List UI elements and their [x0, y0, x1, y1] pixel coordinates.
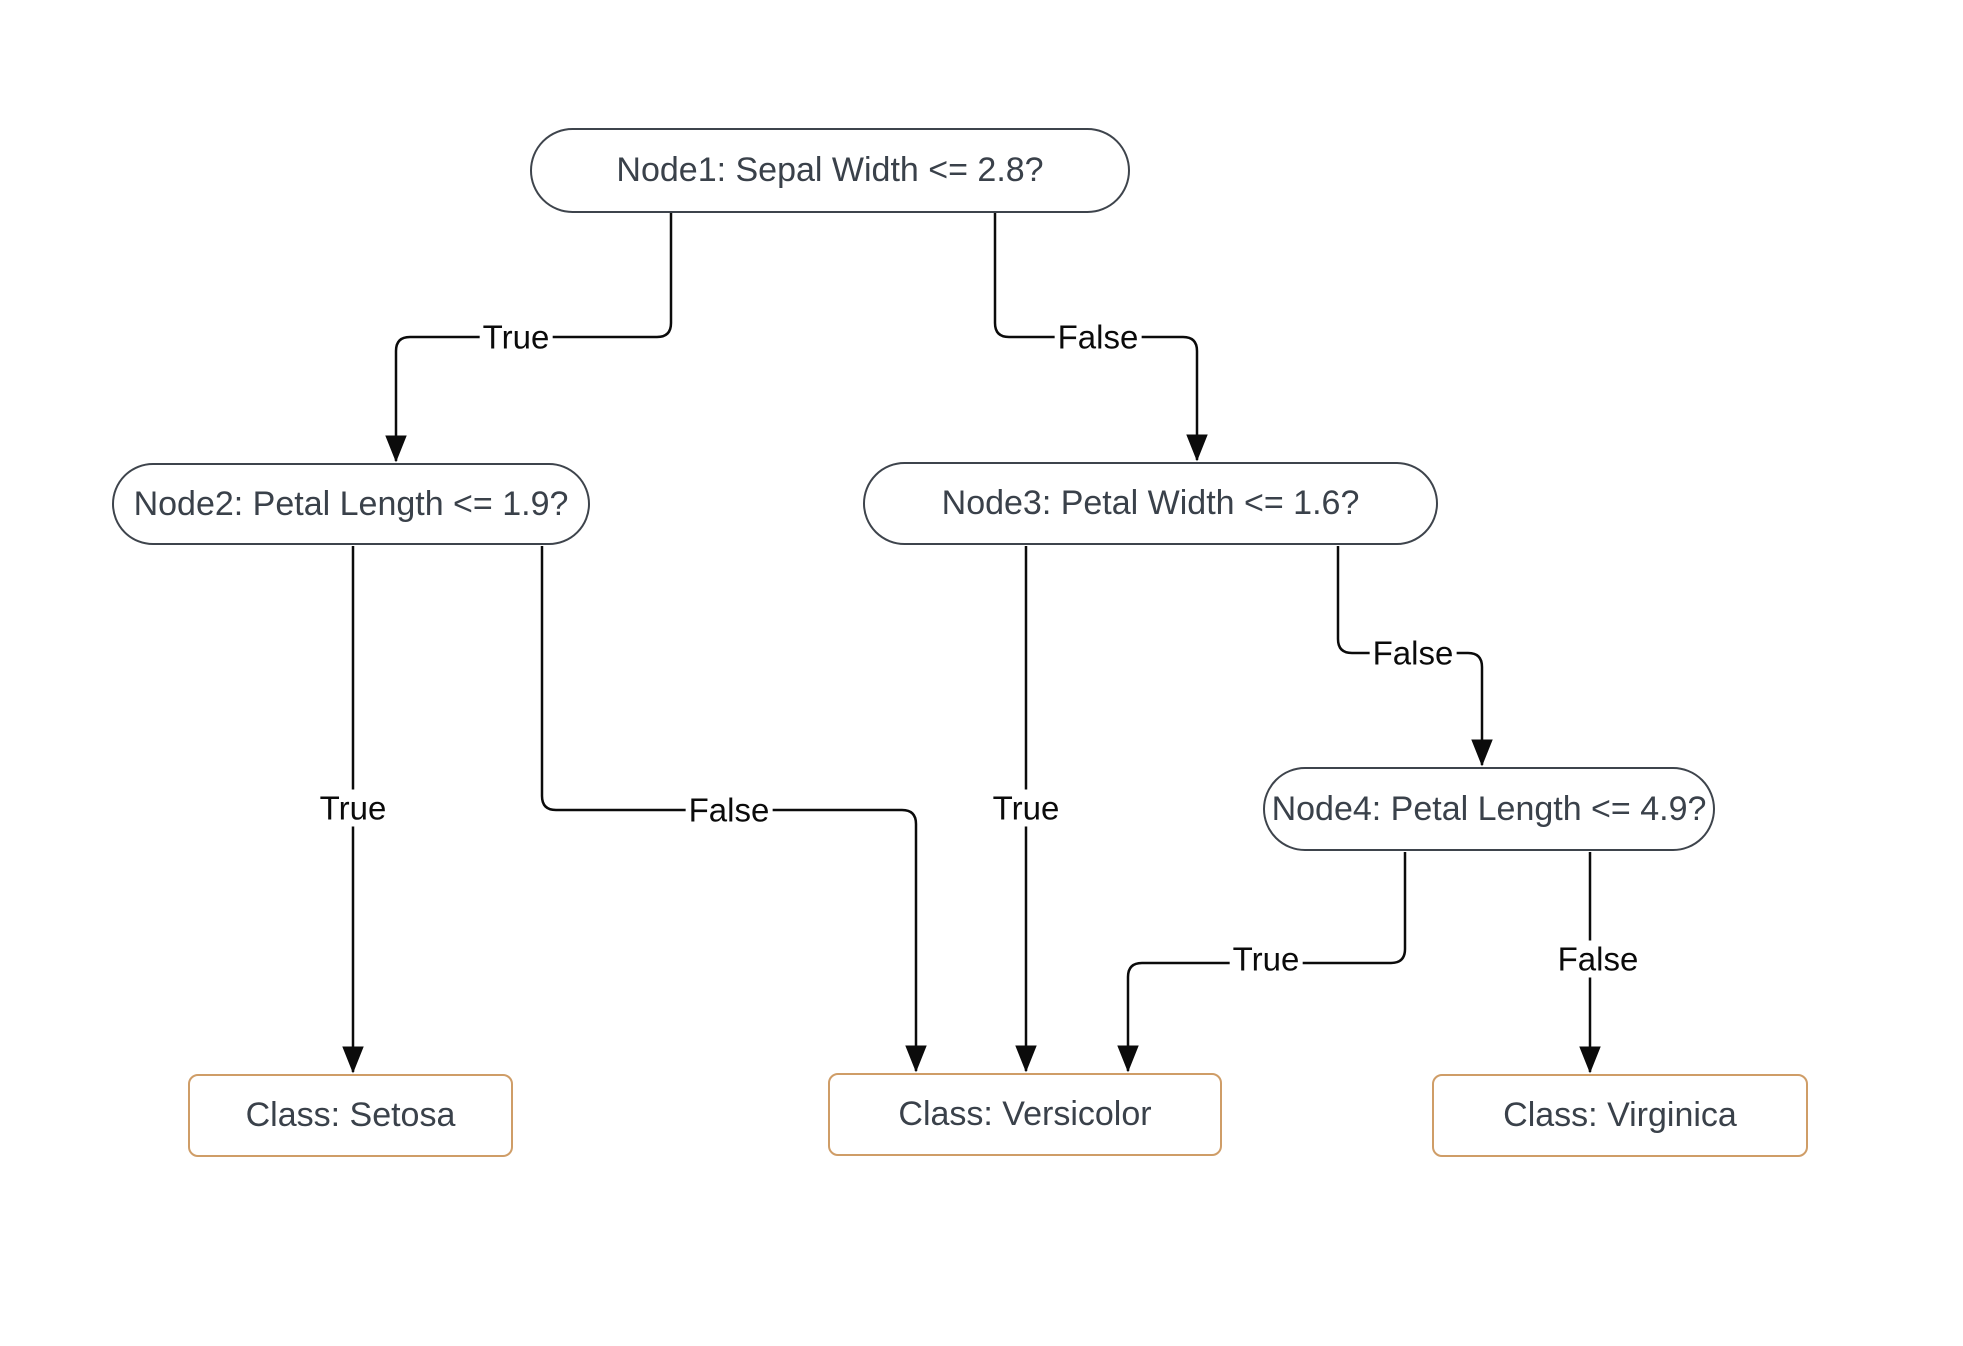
edge-label-node2-false: False	[685, 791, 773, 829]
leaf-node-versicolor-label: Class: Versicolor	[898, 1095, 1152, 1133]
decision-node-node4: Node4: Petal Length <= 4.9?	[1263, 767, 1715, 851]
decision-node-node1: Node1: Sepal Width <= 2.8?	[530, 128, 1130, 213]
edge-label-node2-true: True	[316, 789, 390, 827]
decision-node-node2: Node2: Petal Length <= 1.9?	[112, 463, 590, 545]
edge-label-node1-true: True	[479, 318, 553, 356]
edge-label-node4-false: False	[1554, 940, 1642, 978]
decision-node-node3-label: Node3: Petal Width <= 1.6?	[941, 484, 1360, 522]
decision-node-node4-label: Node4: Petal Length <= 4.9?	[1271, 789, 1707, 828]
decision-node-node1-label: Node1: Sepal Width <= 2.8?	[616, 151, 1044, 189]
edge-label-node4-true: True	[1229, 940, 1303, 978]
decision-node-node3: Node3: Petal Width <= 1.6?	[863, 462, 1438, 545]
leaf-node-setosa: Class: Setosa	[188, 1074, 513, 1157]
leaf-node-virginica: Class: Virginica	[1432, 1074, 1808, 1157]
decision-node-node2-label: Node2: Petal Length <= 1.9?	[133, 484, 569, 523]
edge-label-node3-true: True	[989, 789, 1063, 827]
leaf-node-versicolor: Class: Versicolor	[828, 1073, 1222, 1156]
leaf-node-setosa-label: Class: Setosa	[245, 1096, 456, 1134]
edge-label-node1-false: False	[1054, 318, 1142, 356]
edge-label-node3-false: False	[1369, 634, 1457, 672]
leaf-node-virginica-label: Class: Virginica	[1503, 1096, 1737, 1134]
